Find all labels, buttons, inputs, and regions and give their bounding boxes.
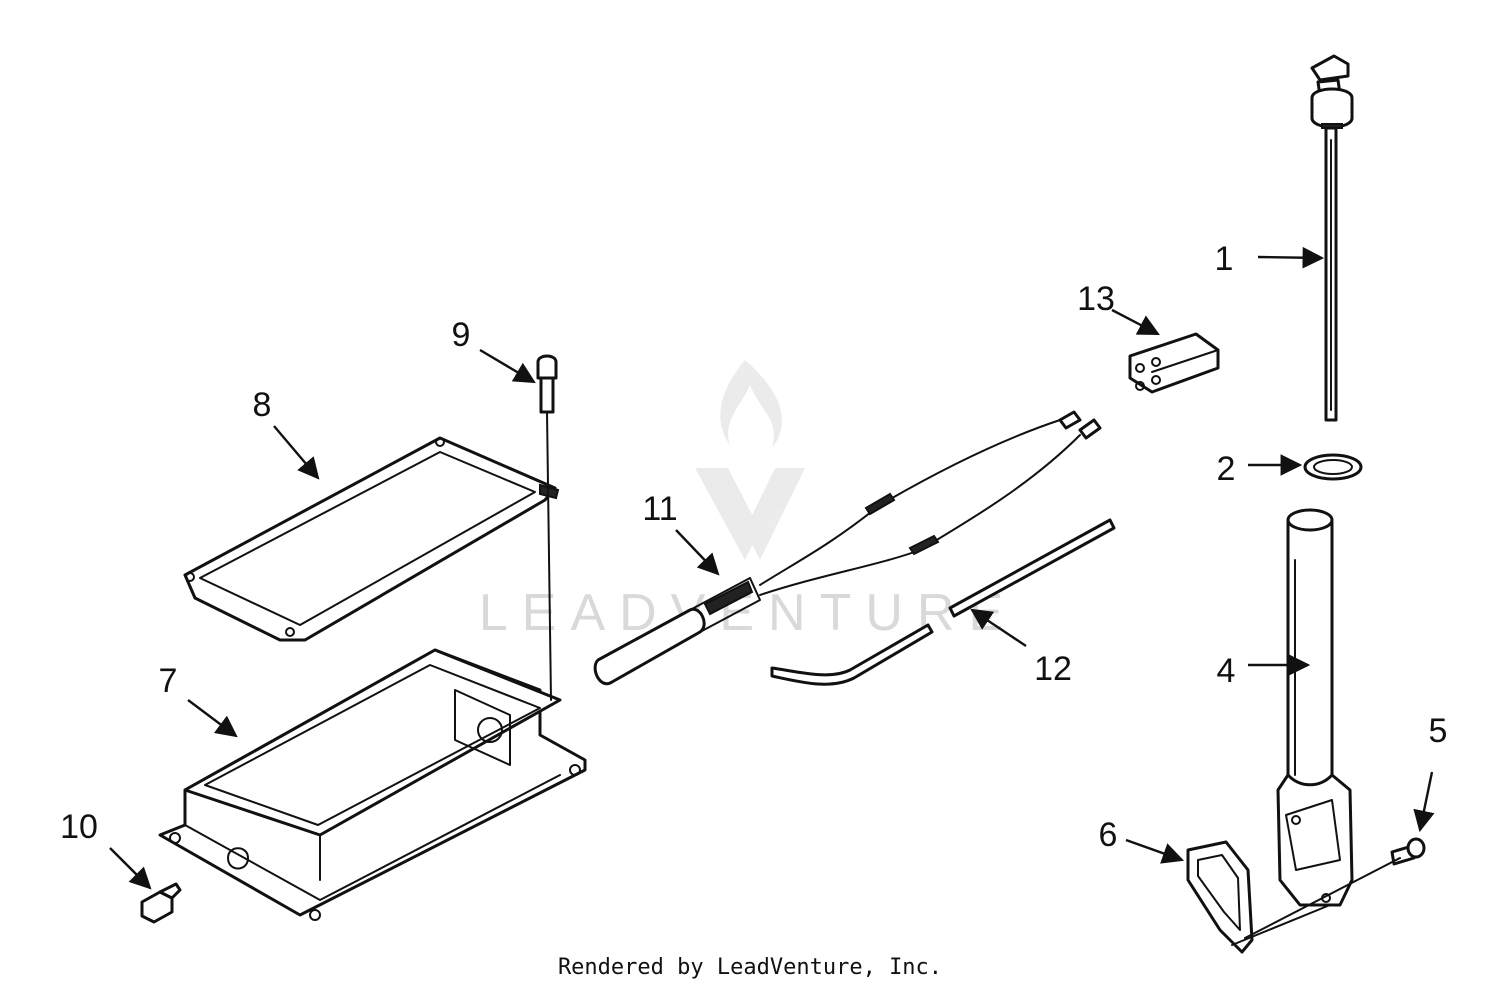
part-dipstick: [1310, 54, 1354, 422]
part-pan-bolt: [536, 354, 558, 701]
callout-7: 7: [159, 662, 178, 700]
callout-9: 9: [452, 316, 471, 354]
part-oil-pan: [158, 648, 587, 921]
leader-lines: [109, 246, 1435, 890]
leader-13: [1111, 308, 1160, 336]
part-heater-assembly: [593, 410, 1102, 686]
callout-12: 12: [1034, 650, 1072, 688]
callout-13: 13: [1077, 280, 1115, 318]
leader-6: [1125, 838, 1185, 864]
leader-1: [1257, 246, 1325, 269]
callout-8: 8: [253, 386, 272, 424]
watermark: LEADVENTURE: [479, 360, 1003, 642]
part-wire-sleeves: [770, 518, 1116, 686]
watermark-logo-icon: [695, 360, 805, 560]
part-dipstick-tube: [1276, 508, 1354, 907]
leader-9: [479, 348, 536, 384]
callouts: 1 2 4 5 6 7 8 9 10 11 12 13: [60, 240, 1447, 854]
callout-4: 4: [1217, 652, 1236, 690]
callout-1: 1: [1215, 240, 1234, 278]
part-connector: [1128, 332, 1220, 394]
callout-6: 6: [1099, 816, 1118, 854]
leader-11: [675, 529, 720, 576]
part-drain-plug: [140, 882, 182, 924]
callout-10: 10: [60, 808, 98, 846]
part-o-ring: [1303, 453, 1363, 481]
leader-8: [273, 425, 320, 480]
leader-10: [109, 847, 152, 890]
callout-2: 2: [1217, 450, 1236, 488]
credit-text: Rendered by LeadVenture, Inc.: [558, 955, 942, 980]
callout-5: 5: [1429, 712, 1448, 750]
part-pan-gasket: [183, 436, 560, 642]
callout-11: 11: [642, 490, 677, 528]
leader-7: [187, 699, 238, 738]
leader-12: [970, 608, 1027, 647]
leader-5: [1413, 771, 1435, 833]
part-tube-gasket: [1186, 840, 1401, 954]
